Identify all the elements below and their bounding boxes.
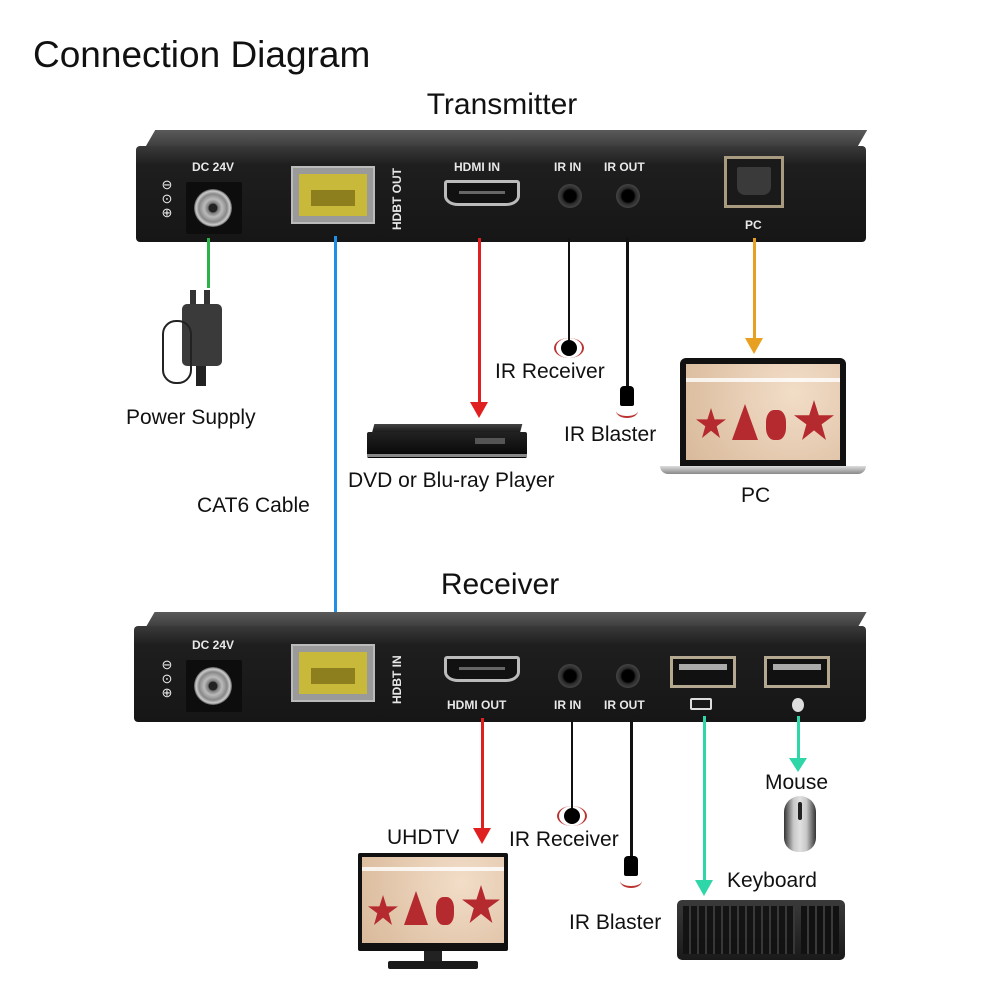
rx-ir-blaster-label: IR Blaster bbox=[569, 911, 662, 934]
rx-ir-receiver-cable bbox=[571, 720, 573, 812]
receiver-front-panel: ⊖⊙⊕ DC 24V HDBT IN HDMI OUT IR IN IR OUT bbox=[134, 626, 866, 722]
rx-hdbt-label: HDBT IN bbox=[390, 655, 404, 704]
pc-label: PC bbox=[741, 484, 771, 507]
transmitter-heading: Transmitter bbox=[426, 88, 578, 121]
power-line bbox=[207, 238, 210, 288]
pc-usb-arrowhead bbox=[745, 338, 763, 354]
cat6-cable-label: CAT6 Cable bbox=[197, 494, 310, 517]
power-supply-image bbox=[160, 290, 240, 390]
uhdtv-label: UHDTV bbox=[387, 826, 460, 849]
tx-pc-label: PC bbox=[745, 218, 762, 232]
rx-hdmi-line bbox=[481, 718, 484, 828]
ir-wave-icon bbox=[620, 874, 642, 888]
tx-dc-label: DC 24V bbox=[192, 160, 235, 174]
tx-ir-receiver-label: IR Receiver bbox=[495, 360, 605, 383]
rx-dc-label: DC 24V bbox=[192, 638, 235, 652]
keyboard-usb-arrowhead bbox=[695, 880, 713, 896]
mouse-image bbox=[784, 796, 816, 852]
pc-usb-line bbox=[753, 238, 756, 338]
tx-hdmi-port bbox=[444, 180, 520, 206]
mouse-label: Mouse bbox=[765, 771, 829, 794]
tx-dc-jack bbox=[194, 189, 232, 227]
uhdtv-image bbox=[358, 853, 508, 978]
screen-wallpaper bbox=[686, 364, 840, 460]
ir-wave-icon bbox=[554, 338, 584, 358]
dvd-player-label: DVD or Blu-ray Player bbox=[348, 469, 555, 492]
rx-usb-keyboard-port bbox=[670, 656, 736, 688]
laptop-image bbox=[660, 358, 866, 476]
tx-hdmi-line bbox=[478, 238, 481, 402]
tx-ir-out-label: IR OUT bbox=[604, 160, 645, 174]
tx-usb-b-port bbox=[724, 156, 784, 208]
tx-ir-blaster-label: IR Blaster bbox=[564, 423, 657, 446]
rx-hdmi-label: HDMI OUT bbox=[447, 698, 507, 712]
diagram-title: Connection Diagram bbox=[33, 34, 371, 75]
tx-hdbt-label: HDBT OUT bbox=[390, 168, 404, 230]
receiver-heading: Receiver bbox=[440, 568, 560, 601]
mouse-usb-arrowhead bbox=[789, 758, 807, 772]
tx-hdmi-label: HDMI IN bbox=[454, 160, 500, 174]
rx-usb-mouse-port bbox=[764, 656, 830, 688]
power-supply-label: Power Supply bbox=[126, 406, 256, 429]
rx-dc-jack bbox=[194, 667, 232, 705]
dvd-player-image bbox=[365, 424, 529, 464]
transmitter-front-panel: ⊖⊙⊕ DC 24V HDBT OUT HDMI IN IR IN IR OUT… bbox=[136, 146, 866, 242]
rx-ir-blaster-cable bbox=[630, 720, 633, 860]
mouse-icon bbox=[792, 698, 804, 712]
rx-ir-out-port bbox=[616, 664, 640, 688]
rx-ir-blaster-icon bbox=[624, 856, 638, 876]
mouse-usb-line bbox=[797, 716, 800, 758]
tx-ir-blaster-cable bbox=[626, 238, 629, 388]
keyboard-usb-line bbox=[703, 716, 706, 880]
rx-hdmi-port bbox=[444, 656, 520, 682]
tx-ir-blaster-icon bbox=[620, 386, 634, 406]
tx-ir-in-label: IR IN bbox=[554, 160, 582, 174]
rx-hdbt-port bbox=[291, 644, 375, 702]
tx-hdbt-port bbox=[291, 166, 375, 224]
keyboard-icon bbox=[690, 698, 712, 710]
polarity-icon: ⊖⊙⊕ bbox=[161, 657, 173, 700]
polarity-icon: ⊖⊙⊕ bbox=[161, 177, 173, 220]
keyboard-label: Keyboard bbox=[727, 869, 817, 892]
tx-hdmi-arrowhead bbox=[470, 402, 488, 418]
cat6-line bbox=[334, 236, 337, 620]
rx-ir-out-label: IR OUT bbox=[604, 698, 645, 712]
rx-ir-in-label: IR IN bbox=[554, 698, 582, 712]
rx-ir-in-port bbox=[558, 664, 582, 688]
rx-ir-receiver-label: IR Receiver bbox=[509, 828, 619, 851]
tx-ir-in-port bbox=[558, 184, 582, 208]
ir-wave-icon bbox=[557, 806, 587, 826]
tx-ir-receiver-cable bbox=[568, 238, 570, 342]
screen-wallpaper bbox=[362, 857, 504, 943]
keyboard-image bbox=[677, 900, 845, 960]
rx-hdmi-arrowhead bbox=[473, 828, 491, 844]
ir-wave-icon bbox=[616, 404, 638, 418]
tx-ir-out-port bbox=[616, 184, 640, 208]
